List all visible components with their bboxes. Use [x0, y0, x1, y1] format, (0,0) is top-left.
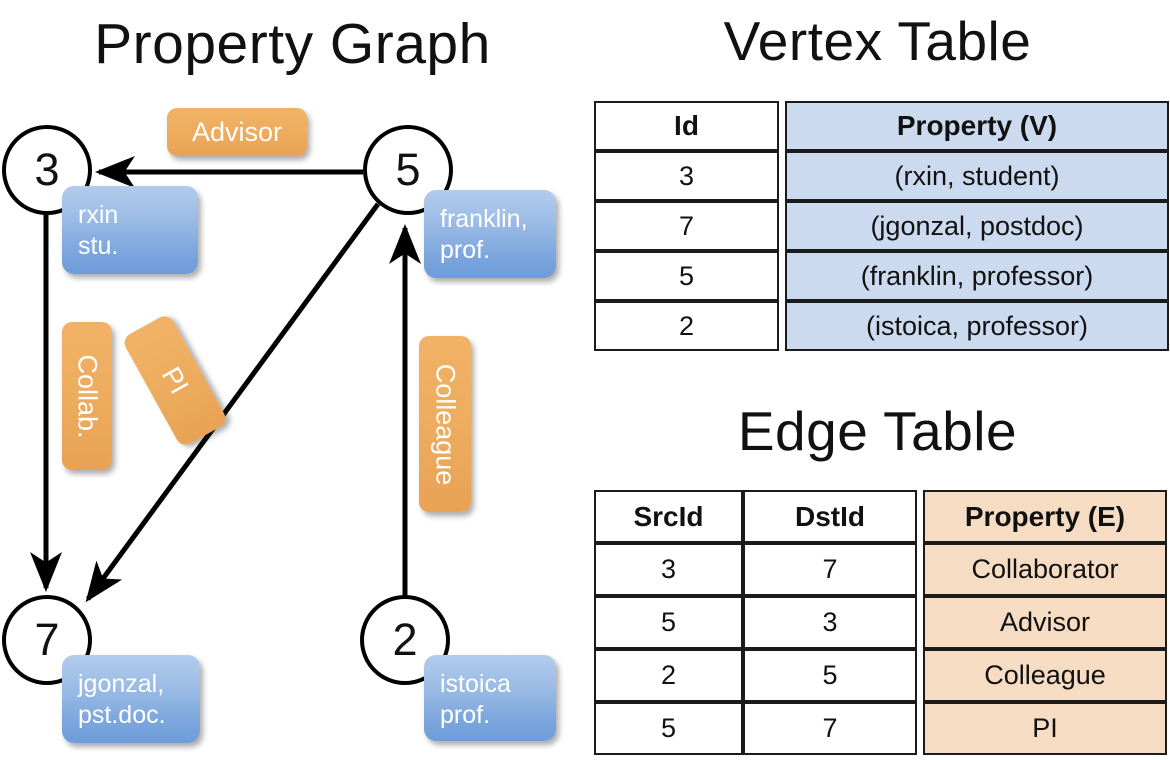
vertex-property-box-istoica[interactable]: istoica prof.: [424, 655, 556, 741]
edge-label-text: Colleague: [430, 363, 461, 485]
graph-edges-layer: [30, 156, 421, 603]
edge-label-text: Advisor: [191, 116, 283, 147]
edge-label-text: Collab.: [72, 353, 103, 439]
cell-dstid: 5: [743, 649, 917, 702]
page-title-property-graph: Property Graph: [94, 12, 491, 76]
edge-label-box-colleague[interactable]: Colleague: [419, 336, 471, 512]
cell-property: (rxin, student): [785, 151, 1169, 201]
property-graph-panel: Property Graph 3 5 7 2 rxin stu.: [2, 12, 556, 743]
graph-node-5[interactable]: 5: [363, 125, 453, 215]
graph-node-2[interactable]: 2: [360, 595, 450, 685]
cell-dstid: 3: [743, 596, 917, 649]
vertex-property-line2: pst.doc.: [78, 700, 166, 729]
column-header-id: Id: [594, 101, 779, 151]
column-header-dstid: DstId: [743, 490, 917, 543]
table-header-row: SrcId DstId Property (E): [594, 490, 1167, 543]
vertex-property-line2: prof.: [440, 235, 491, 264]
cell-srcid: 5: [594, 596, 743, 649]
cell-srcid: 2: [594, 649, 743, 702]
table-row[interactable]: 2 (istoica, professor): [594, 301, 1169, 351]
cell-property: (istoica, professor): [785, 301, 1169, 351]
column-header-srcid: SrcId: [594, 490, 743, 543]
cell-property: Colleague: [923, 649, 1167, 702]
cell-dstid: 7: [743, 702, 917, 755]
table-row[interactable]: 2 5 Colleague: [594, 649, 1167, 702]
cell-id: 5: [594, 251, 779, 301]
vertex-table: Id Property (V) 3 (rxin, student) 7 (jgo…: [594, 101, 1169, 351]
cell-id: 3: [594, 151, 779, 201]
vertex-property-box-franklin[interactable]: franklin, prof.: [424, 190, 556, 278]
vertex-property-line1: istoica: [440, 670, 511, 698]
edge-table: SrcId DstId Property (E) 3 7 Collaborato…: [594, 490, 1167, 755]
vertex-property-box-jgonzal[interactable]: jgonzal, pst.doc.: [62, 655, 200, 743]
table-row[interactable]: 5 7 PI: [594, 702, 1167, 755]
cell-property: (franklin, professor): [785, 251, 1169, 301]
cell-dstid: 7: [743, 543, 917, 596]
vertex-property-line1: rxin: [78, 201, 119, 229]
page-title-edge-table: Edge Table: [737, 400, 1018, 462]
vertex-property-line1: jgonzal,: [78, 670, 165, 698]
cell-srcid: 5: [594, 702, 743, 755]
vertex-property-line2: stu.: [78, 231, 119, 260]
table-row[interactable]: 3 7 Collaborator: [594, 543, 1167, 596]
page-title-vertex-table: Vertex Table: [723, 10, 1032, 72]
table-row[interactable]: 7 (jgonzal, postdoc): [594, 201, 1169, 251]
table-header-row: Id Property (V): [594, 101, 1169, 151]
cell-property: PI: [923, 702, 1167, 755]
vertex-property-line2: prof.: [440, 700, 491, 729]
cell-property: Collaborator: [923, 543, 1167, 596]
edge-label-box-collab[interactable]: Collab.: [62, 322, 112, 470]
cell-property: Advisor: [923, 596, 1167, 649]
vertex-property-line1: franklin,: [440, 205, 528, 233]
cell-id: 2: [594, 301, 779, 351]
vertex-property-box-rxin[interactable]: rxin stu.: [62, 186, 198, 274]
table-row[interactable]: 3 (rxin, student): [594, 151, 1169, 201]
edge-label-box-advisor[interactable]: Advisor: [167, 108, 307, 156]
cell-id: 7: [594, 201, 779, 251]
edge-label-text: PI: [156, 361, 195, 399]
cell-property: (jgonzal, postdoc): [785, 201, 1169, 251]
table-row[interactable]: 5 (franklin, professor): [594, 251, 1169, 301]
edge-arrow-pi: [85, 202, 381, 603]
column-header-property-v: Property (V): [785, 101, 1169, 151]
column-header-property-e: Property (E): [923, 490, 1167, 543]
cell-srcid: 3: [594, 543, 743, 596]
table-row[interactable]: 5 3 Advisor: [594, 596, 1167, 649]
